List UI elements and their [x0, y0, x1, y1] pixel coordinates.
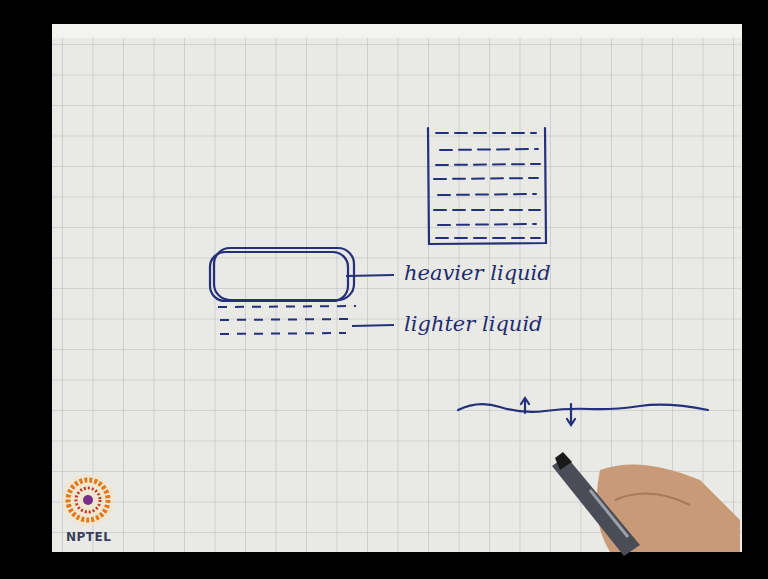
logo-text: NPTEL: [66, 531, 111, 544]
heavier-liquid-blob: [210, 248, 354, 301]
nptel-logo: [62, 474, 114, 526]
grid: [52, 24, 742, 552]
part-label: heavier liquid: [404, 262, 551, 285]
pen-and-hand: [552, 452, 740, 556]
beaker: [428, 128, 546, 244]
wavy-interface: [458, 398, 708, 425]
paper-edge: [52, 24, 742, 38]
leader-line: [346, 275, 394, 326]
paper: [52, 24, 742, 552]
lighter-liquid-layer: [218, 306, 356, 334]
part-label: lighter liquid: [404, 313, 543, 336]
